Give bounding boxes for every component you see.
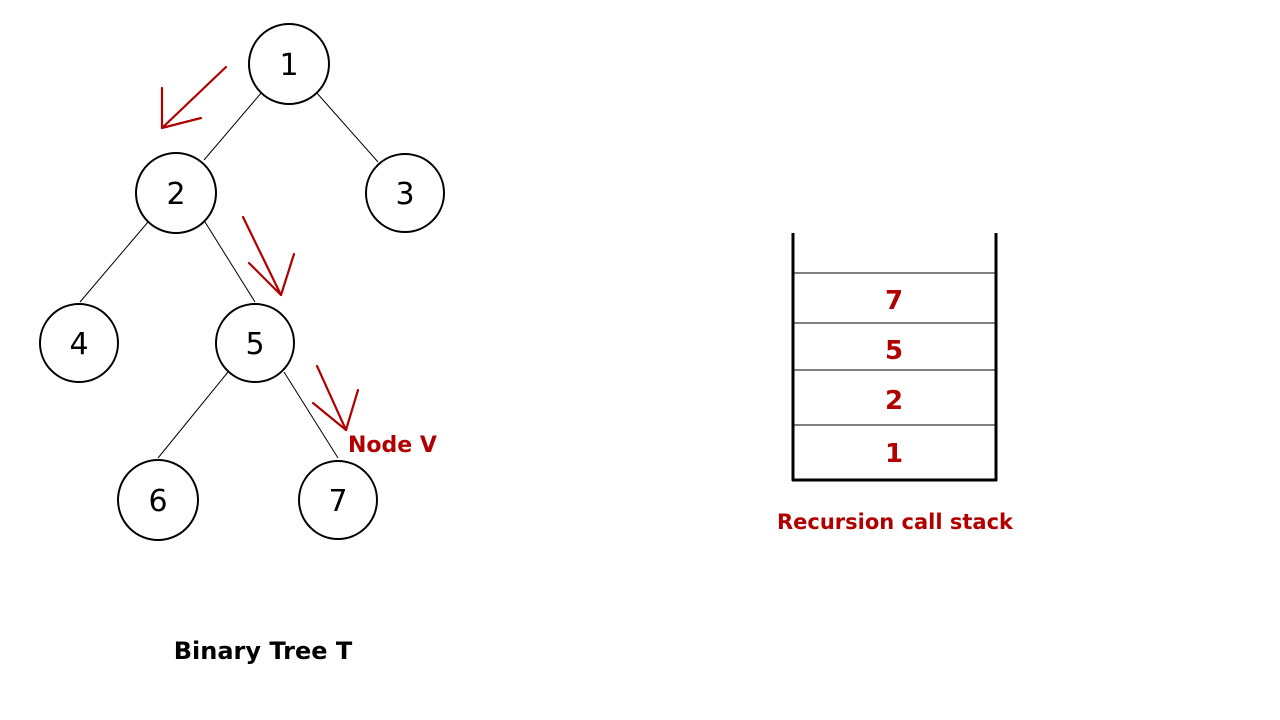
- stack-frame: 2: [885, 386, 903, 416]
- stack-frame-top: 7: [885, 286, 903, 316]
- arrow-shaft: [160, 65, 228, 130]
- tree-node-3: 3: [365, 153, 445, 233]
- stack-frame: 5: [885, 336, 903, 366]
- node-label: 7: [328, 484, 347, 519]
- traversal-arrow-2-to-5: [241, 215, 296, 297]
- node-label: 4: [69, 327, 88, 362]
- arrow-shaft: [315, 364, 348, 432]
- tree-edges: [79, 91, 379, 459]
- arrow-shaft: [241, 215, 283, 297]
- edge-5-7: [283, 371, 339, 459]
- traversal-arrow-5-to-7: [311, 364, 360, 432]
- edge-1-2: [203, 91, 263, 161]
- stack-caption: Recursion call stack: [777, 510, 1014, 534]
- node-label: 3: [395, 177, 414, 212]
- call-stack: 7 5 2 1: [791, 233, 998, 482]
- tree-node-7: 7: [298, 460, 378, 540]
- traversal-arrow-1-to-2: [160, 65, 228, 130]
- arrow-head: [247, 252, 296, 297]
- node-circle: [117, 459, 199, 541]
- node-circle: [365, 153, 445, 233]
- node-circle: [135, 152, 217, 234]
- tree-node-4: 4: [39, 303, 119, 383]
- arrow-head: [311, 388, 360, 432]
- tree-node-2: 2: [135, 152, 217, 234]
- edge-2-4: [79, 221, 149, 303]
- node-circle: [298, 460, 378, 540]
- tree-node-1: 1: [248, 23, 330, 105]
- tree-node-6: 6: [117, 459, 199, 541]
- edge-2-5: [204, 221, 256, 303]
- node-label: 5: [245, 327, 264, 362]
- node-label: 1: [279, 48, 298, 83]
- tree-node-5: 5: [215, 303, 295, 383]
- node-label: 6: [148, 484, 167, 519]
- edge-5-6: [157, 371, 229, 459]
- node-v-label: Node V: [348, 433, 437, 458]
- stack-frame-bottom: 1: [885, 439, 903, 469]
- node-circle: [39, 303, 119, 383]
- edge-1-3: [315, 91, 379, 163]
- node-circle: [248, 23, 330, 105]
- node-label: 2: [166, 177, 185, 212]
- arrow-head: [160, 86, 203, 130]
- tree-caption: Binary Tree T: [174, 637, 353, 665]
- node-circle: [215, 303, 295, 383]
